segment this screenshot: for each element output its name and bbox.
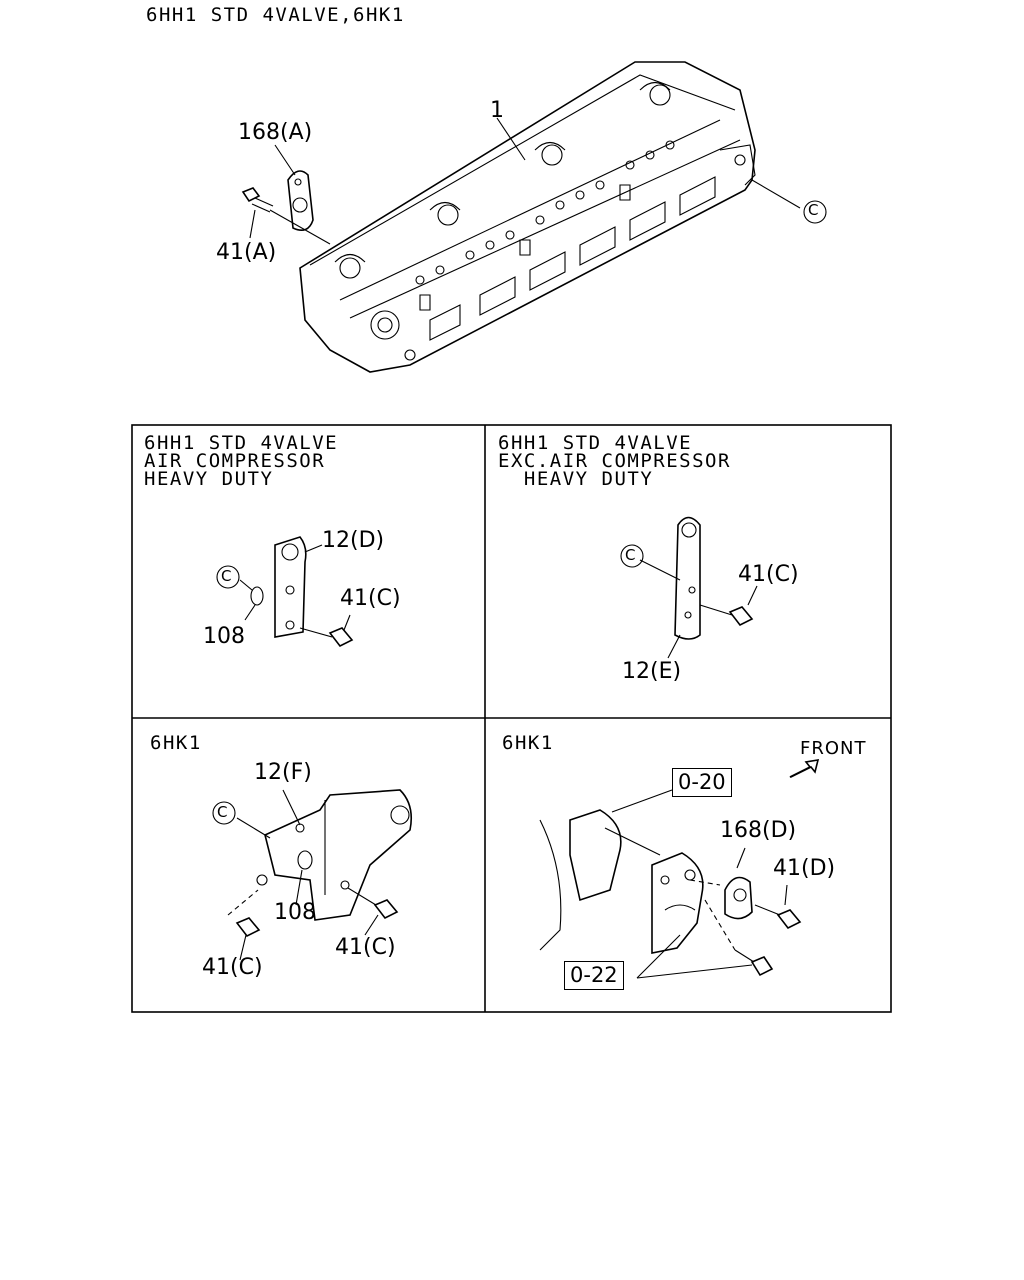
panel2-caption-line3: HEAVY DUTY bbox=[498, 468, 654, 490]
label-gasket-168a: 168(A) bbox=[238, 120, 313, 145]
panel2-caption-line2: EXC.AIR COMPRESSOR bbox=[498, 450, 731, 472]
panel1-label-washer: 108 bbox=[203, 624, 245, 649]
panel3-label-bolt-left: 41(C) bbox=[202, 955, 263, 980]
label-head: 1 bbox=[490, 98, 504, 123]
label-bolt-41a: 41(A) bbox=[216, 240, 277, 265]
panel2-ref-c: C bbox=[625, 546, 636, 564]
front-direction-label: FRONT bbox=[800, 738, 867, 759]
panel4-label-bolt: 41(D) bbox=[773, 856, 836, 881]
ref-box-0-20: 0-20 bbox=[672, 768, 732, 798]
panel4-caption-line1: 6HK1 bbox=[502, 732, 554, 754]
panel1-ref-c: C bbox=[221, 567, 232, 585]
panel2-caption-line1: 6HH1 STD 4VALVE bbox=[498, 432, 693, 454]
panel2-label-bolt: 41(C) bbox=[738, 562, 799, 587]
ref-box-0-22: 0-22 bbox=[564, 961, 624, 991]
panel4-label-gasket: 168(D) bbox=[720, 818, 797, 843]
page-title: 6HH1 STD 4VALVE,6HK1 bbox=[146, 4, 405, 26]
panel3-caption-line1: 6HK1 bbox=[150, 732, 202, 754]
panel2-bracket-drawing bbox=[620, 516, 758, 659]
panel1-caption-line2: AIR COMPRESSOR bbox=[144, 450, 326, 472]
panel1-label-bolt: 41(C) bbox=[340, 586, 401, 611]
panel1-caption-line1: 6HH1 STD 4VALVE bbox=[144, 432, 339, 454]
gasket-168a-drawing bbox=[287, 170, 314, 231]
panel1-label-bracket: 12(D) bbox=[322, 528, 385, 553]
panel3-ref-c: C bbox=[217, 803, 228, 821]
panel3-label-bracket: 12(F) bbox=[254, 760, 312, 785]
panel3-label-washer: 108 bbox=[274, 900, 316, 925]
panel3-label-bolt-right: 41(C) bbox=[335, 935, 396, 960]
panel1-caption-line3: HEAVY DUTY bbox=[144, 468, 274, 490]
panel3-bracket-drawing bbox=[212, 789, 413, 961]
bolt-41a-drawing bbox=[241, 187, 274, 213]
panel2-label-bracket: 12(E) bbox=[622, 659, 682, 684]
panel1-bracket-drawing bbox=[216, 536, 354, 648]
cylinder-head-drawing bbox=[299, 61, 756, 373]
panel4-bracket-drawing bbox=[539, 759, 820, 979]
ref-c-main: C bbox=[808, 201, 819, 219]
